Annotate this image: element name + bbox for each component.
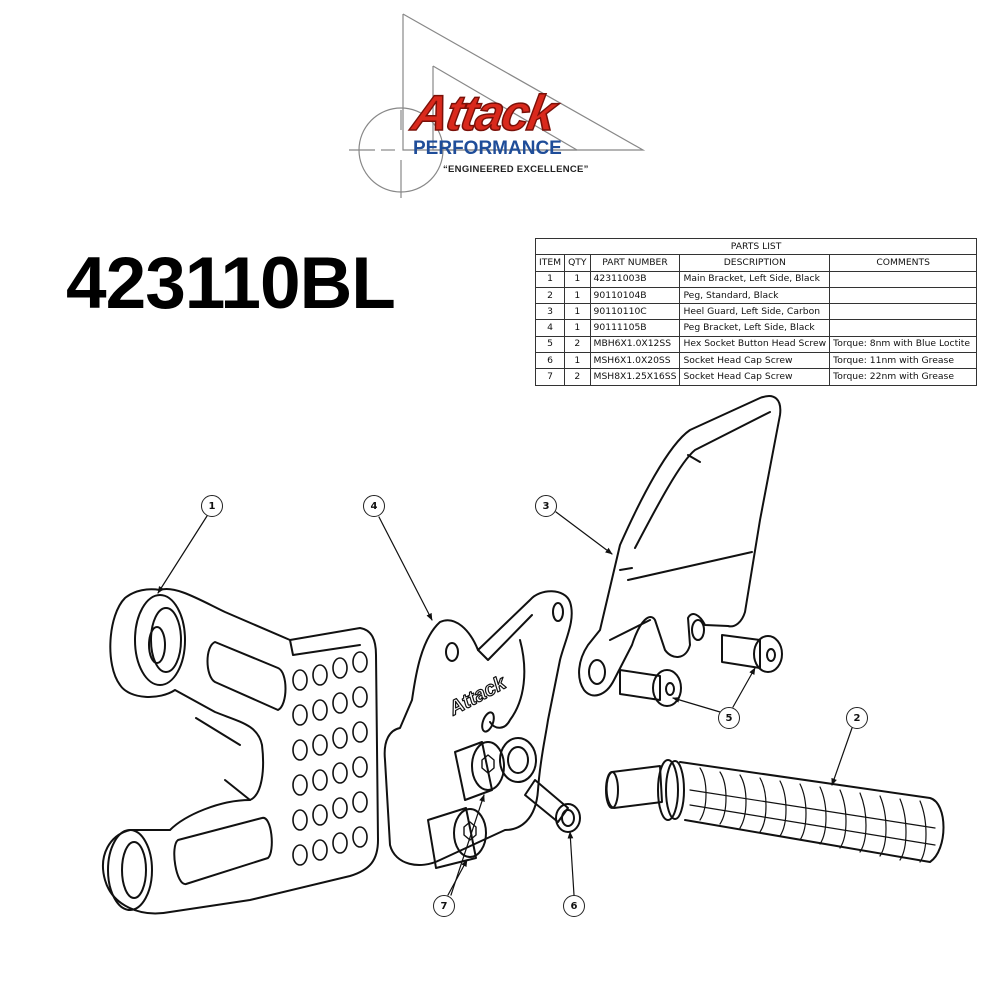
table-row: 5 2 MBH6X1.0X12SS Hex Socket Button Head…	[534, 335, 978, 354]
callout-item-5: 5	[718, 707, 740, 729]
table-row: 3 1 90110110C Heel Guard, Left Side, Car…	[534, 303, 978, 321]
main-bracket-part	[102, 588, 379, 915]
cell-part-number: MSH6X1.0X20SS	[589, 352, 681, 370]
button-head-screws-part	[619, 634, 783, 707]
table-row: 1 1 42311003B Main Bracket, Left Side, B…	[534, 270, 978, 288]
drafting-triangle-icon	[349, 13, 646, 198]
cell-comments	[829, 303, 978, 321]
attack-performance-logo	[345, 10, 655, 200]
heel-guard-part	[578, 395, 782, 697]
table-row: 6 1 MSH6X1.0X20SS Socket Head Cap Screw …	[534, 352, 978, 370]
parts-list-table: PARTS LIST ITEM QTY PART NUMBER DESCRIPT…	[534, 237, 978, 386]
cell-description: Socket Head Cap Screw	[679, 352, 831, 370]
leader-lines	[157, 511, 853, 896]
cell-item: 1	[534, 270, 566, 288]
cell-description: Hex Socket Button Head Screw	[679, 335, 831, 354]
cell-qty: 2	[564, 335, 591, 354]
callout-item-7: 7	[433, 895, 455, 917]
cap-screws-m8-part	[427, 741, 505, 869]
cell-item: 6	[534, 352, 566, 370]
cell-item: 3	[534, 303, 566, 321]
callout-item-4: 4	[363, 495, 385, 517]
cell-qty: 2	[564, 368, 591, 386]
cell-comments: Torque: 22nm with Grease	[829, 368, 978, 386]
callout-item-3: 3	[535, 495, 557, 517]
column-header-item: ITEM	[534, 254, 566, 272]
cell-description: Main Bracket, Left Side, Black	[679, 270, 831, 288]
cell-part-number: 90111105B	[589, 319, 681, 337]
parts-list-title: PARTS LIST	[534, 237, 978, 256]
cell-part-number: 90110104B	[589, 286, 681, 305]
cell-comments: Torque: 8nm with Blue Loctite	[829, 335, 978, 354]
callout-item-1: 1	[201, 495, 223, 517]
cell-qty: 1	[564, 303, 591, 321]
kit-part-number: 423110BL	[66, 243, 396, 324]
peg-bracket-engraving: Attack	[445, 672, 511, 721]
cell-part-number: 42311003B	[589, 270, 681, 288]
callout-item-6: 6	[563, 895, 585, 917]
peg-bracket-part: Attack	[383, 590, 573, 866]
cell-qty: 1	[564, 319, 591, 337]
parts-list-header-row: ITEM QTY PART NUMBER DESCRIPTION COMMENT…	[534, 254, 978, 272]
peg-part	[605, 759, 945, 863]
logo-brand-text: Attack	[407, 84, 559, 142]
cell-part-number: MSH8X1.25X16SS	[589, 368, 681, 386]
cell-qty: 1	[564, 270, 591, 288]
logo-tagline: “Engineered Excellence”	[443, 164, 589, 175]
cell-item: 4	[534, 319, 566, 337]
logo-subbrand-text: PERFORMANCE	[413, 138, 562, 159]
exploded-view-drawing: Attack	[102, 395, 945, 915]
table-row: 7 2 MSH8X1.25X16SS Socket Head Cap Screw…	[534, 368, 978, 386]
cell-qty: 1	[564, 286, 591, 305]
table-row: 2 1 90110104B Peg, Standard, Black	[534, 286, 978, 305]
cell-description: Peg, Standard, Black	[679, 286, 831, 305]
cell-comments: Torque: 11nm with Grease	[829, 352, 978, 370]
cell-description: Heel Guard, Left Side, Carbon	[679, 303, 831, 321]
callout-item-2: 2	[846, 707, 868, 729]
cell-comments	[829, 319, 978, 337]
column-header-part-number: PART NUMBER	[589, 254, 681, 272]
cell-description: Peg Bracket, Left Side, Black	[679, 319, 831, 337]
cell-comments	[829, 286, 978, 305]
column-header-comments: COMMENTS	[829, 254, 978, 272]
table-row: 4 1 90111105B Peg Bracket, Left Side, Bl…	[534, 319, 978, 337]
cell-qty: 1	[564, 352, 591, 370]
cell-part-number: MBH6X1.0X12SS	[589, 335, 681, 354]
cap-screw-m6-part	[524, 779, 581, 833]
cell-comments	[829, 270, 978, 288]
cell-item: 5	[534, 335, 566, 354]
cell-item: 2	[534, 286, 566, 305]
column-header-qty: QTY	[564, 254, 591, 272]
column-header-description: DESCRIPTION	[679, 254, 831, 272]
cell-part-number: 90110110C	[589, 303, 681, 321]
